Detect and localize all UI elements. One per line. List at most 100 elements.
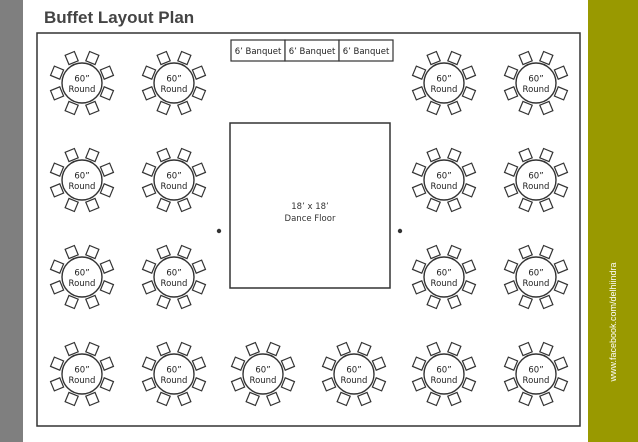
round-table: 60”Round	[503, 341, 569, 407]
chair	[230, 356, 246, 371]
table-top	[423, 353, 465, 395]
chair	[64, 147, 79, 163]
chair	[99, 377, 115, 392]
chair	[539, 391, 554, 407]
chair	[553, 162, 569, 177]
chair	[266, 341, 281, 357]
chair	[191, 280, 207, 295]
chair	[245, 341, 260, 357]
chair	[99, 162, 115, 177]
chair	[426, 147, 441, 163]
chair	[447, 50, 462, 66]
chair	[461, 377, 477, 392]
chair	[85, 50, 100, 66]
marker-dot	[216, 228, 222, 234]
chair	[447, 391, 462, 407]
chair	[99, 280, 115, 295]
left-accent-bar	[0, 0, 23, 442]
chair	[539, 341, 554, 357]
chair	[85, 147, 100, 163]
chair	[191, 162, 207, 177]
chair	[539, 197, 554, 213]
right-accent-bar	[588, 0, 638, 442]
chair	[191, 356, 207, 371]
round-table: 60”Round	[411, 341, 477, 407]
chair	[336, 391, 351, 407]
chair	[49, 183, 65, 198]
banquet-table-label: 6’ Banquet	[289, 47, 336, 57]
table-shape-label: Round	[161, 279, 188, 289]
round-table: 60”Round	[321, 341, 387, 407]
round-table: 60”Round	[230, 341, 296, 407]
chair	[99, 86, 115, 101]
chair	[461, 183, 477, 198]
chair	[553, 86, 569, 101]
chair	[461, 86, 477, 101]
chair	[156, 50, 171, 66]
chair	[503, 259, 519, 274]
chair	[141, 86, 157, 101]
chair	[518, 147, 533, 163]
chair	[245, 391, 260, 407]
chair	[518, 341, 533, 357]
table-shape-label: Round	[523, 376, 550, 386]
table-top	[515, 62, 557, 104]
table-shape-label: Round	[69, 182, 96, 192]
chair	[49, 162, 65, 177]
table-top	[61, 62, 103, 104]
table-top	[515, 256, 557, 298]
chair	[461, 65, 477, 80]
chair	[64, 391, 79, 407]
round-table: 60”Round	[49, 50, 115, 116]
chair	[426, 294, 441, 310]
chair	[141, 183, 157, 198]
chair	[357, 341, 372, 357]
chair	[141, 280, 157, 295]
chair	[49, 356, 65, 371]
dance-floor-label: Dance Floor	[285, 214, 336, 224]
table-size-label: 60”	[436, 75, 451, 85]
chair	[503, 356, 519, 371]
round-table: 60”Round	[411, 50, 477, 116]
table-top	[423, 256, 465, 298]
chair	[64, 100, 79, 116]
chair	[191, 377, 207, 392]
chair	[426, 341, 441, 357]
chair	[357, 391, 372, 407]
table-size-label: 60”	[74, 172, 89, 182]
chair	[553, 377, 569, 392]
table-shape-label: Round	[161, 85, 188, 95]
chair	[539, 244, 554, 260]
chair	[85, 391, 100, 407]
round-table: 60”Round	[503, 244, 569, 310]
round-table: 60”Round	[141, 244, 207, 310]
chair	[280, 377, 296, 392]
table-size-label: 60”	[166, 172, 181, 182]
chair	[503, 183, 519, 198]
chair	[426, 100, 441, 116]
banquet-table-label: 6’ Banquet	[343, 47, 390, 57]
chair	[156, 100, 171, 116]
chair	[411, 280, 427, 295]
chair	[99, 356, 115, 371]
marker-dot	[397, 228, 403, 234]
table-shape-label: Round	[69, 279, 96, 289]
chair	[518, 244, 533, 260]
round-table: 60”Round	[141, 50, 207, 116]
round-table: 60”Round	[49, 341, 115, 407]
chair	[461, 356, 477, 371]
chair	[539, 50, 554, 66]
round-table: 60”Round	[503, 147, 569, 213]
chair	[461, 280, 477, 295]
table-size-label: 60”	[346, 366, 361, 376]
round-table: 60”Round	[503, 50, 569, 116]
chair	[191, 183, 207, 198]
chair	[426, 391, 441, 407]
chair	[266, 391, 281, 407]
chair	[411, 356, 427, 371]
round-table: 60”Round	[49, 244, 115, 310]
table-shape-label: Round	[250, 376, 277, 386]
table-size-label: 60”	[528, 269, 543, 279]
round-table: 60”Round	[141, 147, 207, 213]
chair	[141, 377, 157, 392]
